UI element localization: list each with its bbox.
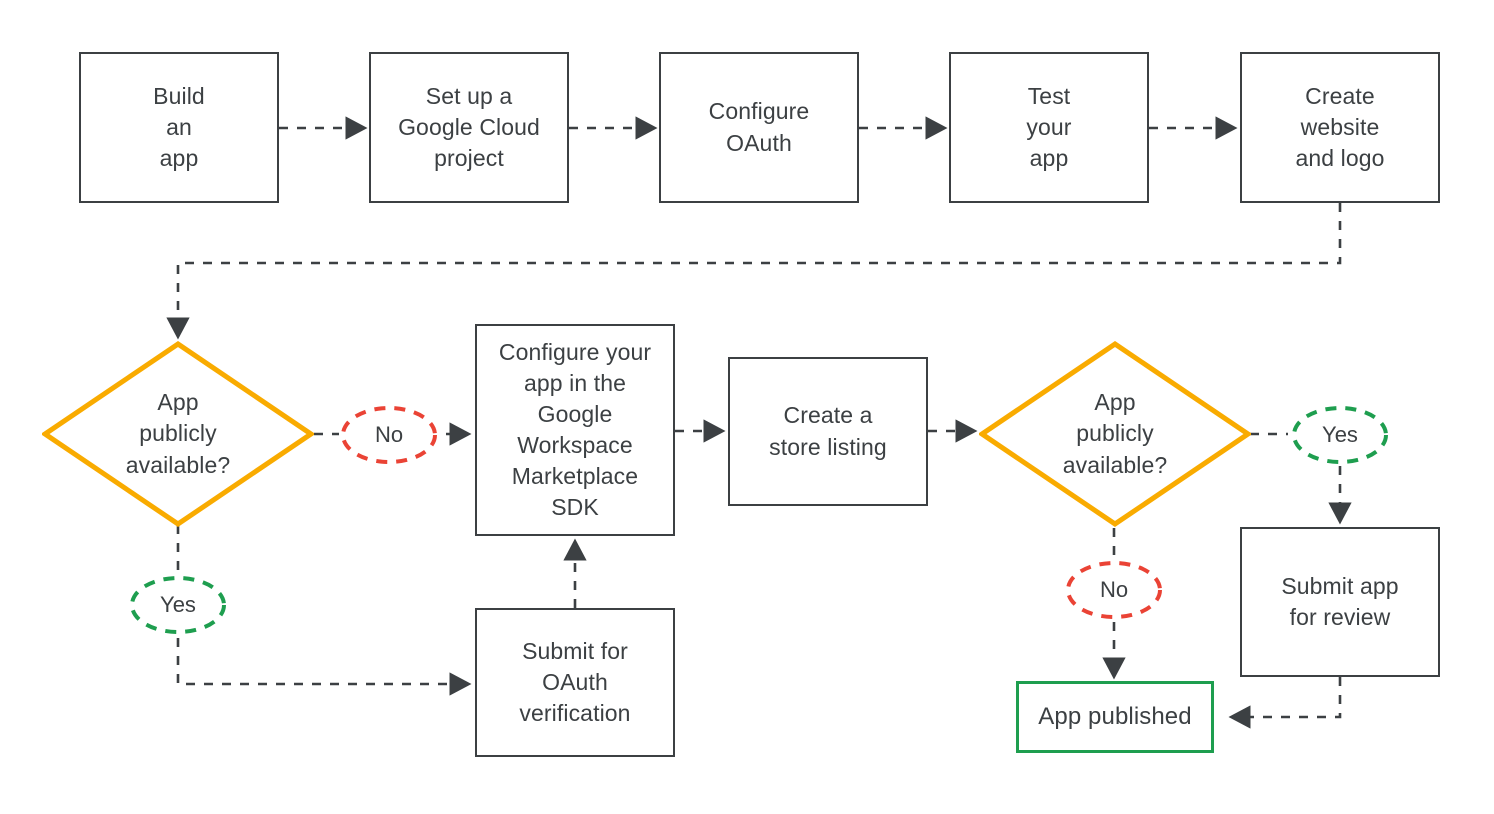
node-decision-app-publicly-available-left[interactable]: App publicly available? bbox=[42, 341, 314, 527]
edge-label-text: Yes bbox=[160, 592, 196, 617]
ellipse-outline-yes bbox=[1292, 406, 1388, 464]
node-test-your-app[interactable]: Test your app bbox=[949, 52, 1149, 203]
node-label: Submit for OAuth verification bbox=[519, 637, 631, 727]
edge-yes-to-submit-oauth bbox=[176, 638, 472, 696]
edge-label-text: No bbox=[1099, 577, 1129, 602]
edge-label-no-right: No bbox=[1064, 559, 1164, 621]
node-label: Build an app bbox=[153, 82, 205, 172]
node-configure-app-in-marketplace-sdk[interactable]: Configure your app in the Google Workspa… bbox=[475, 324, 675, 536]
ellipse-outline-no bbox=[341, 406, 437, 464]
node-label: App publicly available? bbox=[125, 389, 231, 478]
node-label: Set up a Google Cloud project bbox=[398, 82, 540, 172]
ellipse-outline-no bbox=[1066, 561, 1162, 619]
edge-label-yes-right: Yes bbox=[1290, 404, 1390, 466]
edge-label-text: Yes bbox=[1322, 422, 1358, 447]
edge-label-no-left: No bbox=[339, 404, 439, 466]
node-create-a-store-listing[interactable]: Create a store listing bbox=[728, 357, 928, 506]
diamond-shape bbox=[42, 341, 314, 527]
node-label: Create a store listing bbox=[769, 402, 887, 460]
node-label: App publicly available? bbox=[1062, 389, 1168, 478]
node-create-website-and-logo[interactable]: Create website and logo bbox=[1240, 52, 1440, 203]
node-build-an-app[interactable]: Build an app bbox=[79, 52, 279, 203]
node-label: Configure OAuth bbox=[708, 98, 810, 156]
node-label: Submit app for review bbox=[1281, 572, 1399, 630]
node-label: Create website and logo bbox=[1295, 82, 1385, 172]
diamond-shape bbox=[979, 341, 1251, 527]
edge-website-to-decision-left bbox=[166, 203, 1342, 340]
ellipse-outline-yes bbox=[130, 576, 226, 634]
node-configure-oauth[interactable]: Configure OAuth bbox=[659, 52, 859, 203]
node-submit-app-for-review[interactable]: Submit app for review bbox=[1240, 527, 1440, 677]
edge-submit-review-to-published bbox=[1228, 677, 1342, 729]
node-decision-app-publicly-available-right[interactable]: App publicly available? bbox=[979, 341, 1251, 527]
node-label: Configure your app in the Google Workspa… bbox=[498, 338, 652, 521]
edge-label-yes-left: Yes bbox=[128, 574, 228, 636]
node-set-up-google-cloud-project[interactable]: Set up a Google Cloud project bbox=[369, 52, 569, 203]
node-label: App published bbox=[1038, 702, 1192, 730]
edge-label-text: No bbox=[374, 422, 404, 447]
node-label: Test your app bbox=[1026, 82, 1072, 172]
node-app-published[interactable]: App published bbox=[1016, 681, 1214, 753]
node-submit-for-oauth-verification[interactable]: Submit for OAuth verification bbox=[475, 608, 675, 757]
